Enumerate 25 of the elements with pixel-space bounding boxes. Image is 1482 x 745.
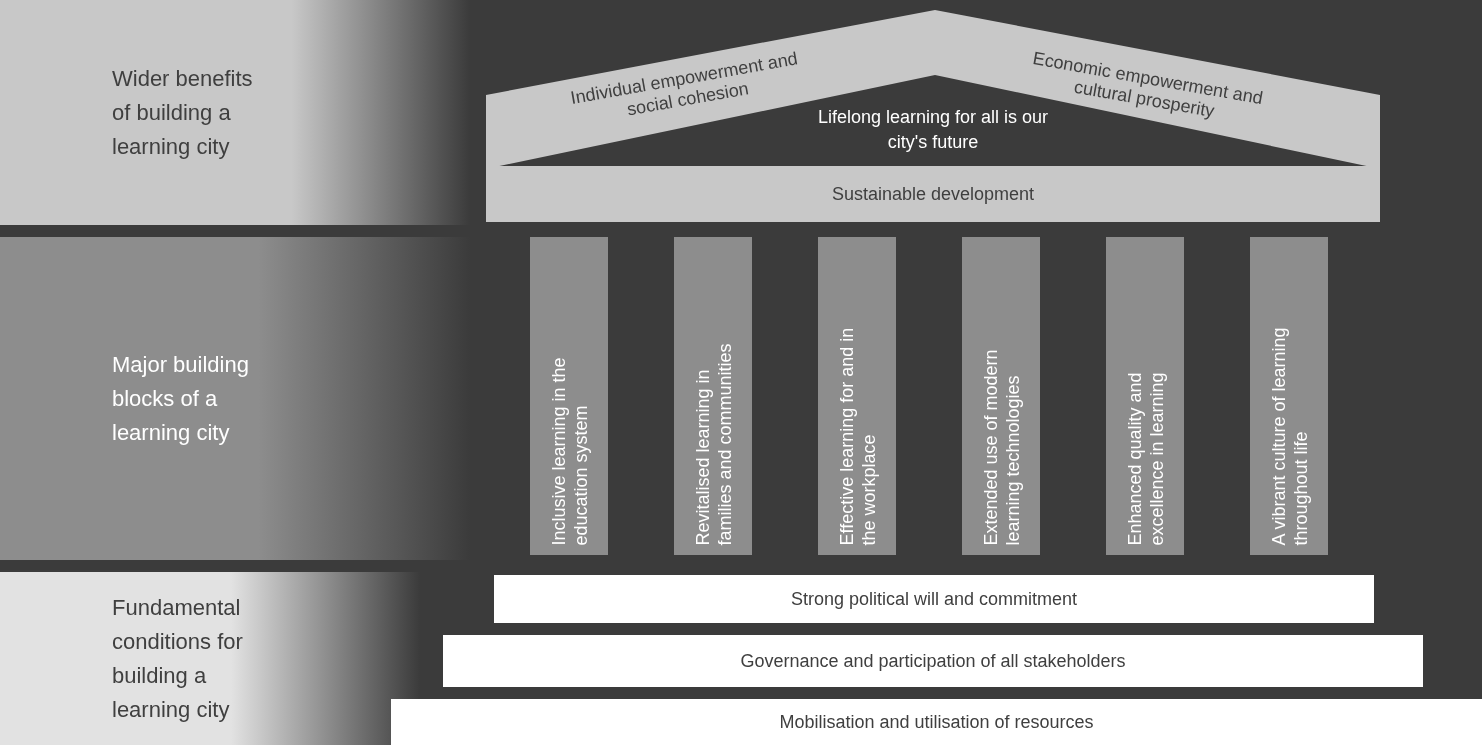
- pillar-label: Extended use of modern learning technologies: [979, 347, 1024, 545]
- pillar: [1250, 237, 1328, 555]
- row-heading: Fundamental conditions for building a learning city: [112, 593, 244, 724]
- bar-label: Mobilisation and utilisation of resources: [779, 711, 1094, 733]
- pillar: [674, 237, 752, 555]
- roof-shape: [486, 10, 1380, 168]
- pillar: [818, 237, 896, 555]
- pillar: [1106, 237, 1184, 555]
- foundation-bar: [494, 575, 1374, 623]
- row-heading: Major building blocks of a learning city: [112, 350, 250, 447]
- pillar-label: A vibrant culture of learning throughout life: [1267, 325, 1312, 545]
- pillar-label: Effective learning for and in the workplace: [835, 326, 880, 545]
- bar-label: Governance and participation of all stakeholders: [740, 650, 1126, 672]
- foundation-bar: [391, 699, 1482, 745]
- pillar-label: Inclusive learning in the education system: [547, 355, 592, 545]
- row-heading: Wider benefits of building a learning city: [112, 64, 254, 161]
- roof-motto: Lifelong learning for all is our city's future: [803, 105, 1063, 161]
- pillar: [530, 237, 608, 555]
- bar-label: Strong political will and commitment: [790, 588, 1078, 610]
- roof-base-bar: [486, 166, 1380, 222]
- pillar: [962, 237, 1040, 555]
- foundation-bar: [443, 635, 1423, 687]
- bar-label: Sustainable development: [831, 183, 1035, 205]
- pillar-label: Revitalised learning in families and communities: [691, 341, 735, 545]
- pillar-label: Enhanced quality and excellence in learning: [1123, 370, 1168, 545]
